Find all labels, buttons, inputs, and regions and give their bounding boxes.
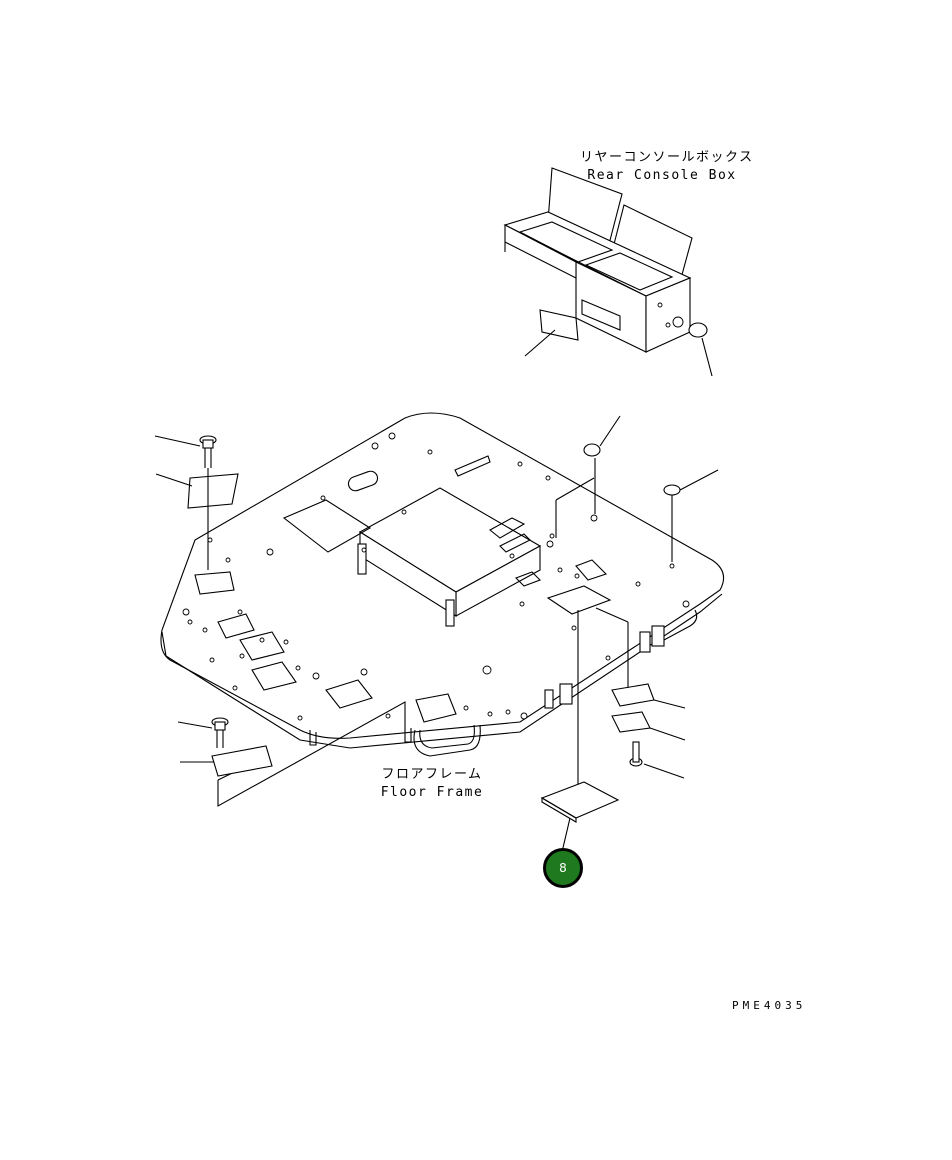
floor-frame-label-jp: フロアフレーム <box>381 767 483 782</box>
part-callout-number: 8 <box>559 861 567 875</box>
drawing-code: PME4035 <box>732 999 807 1012</box>
rear-console-box-drawing <box>503 167 713 377</box>
part-callout-8[interactable]: 8 <box>543 848 583 888</box>
floor-frame-label-en: Floor Frame <box>380 785 484 800</box>
fasteners-and-leaders <box>154 415 719 853</box>
rear-console-label-en: Rear Console Box <box>587 168 737 183</box>
rear-console-label-jp: リヤーコンソールボックス <box>580 150 754 165</box>
